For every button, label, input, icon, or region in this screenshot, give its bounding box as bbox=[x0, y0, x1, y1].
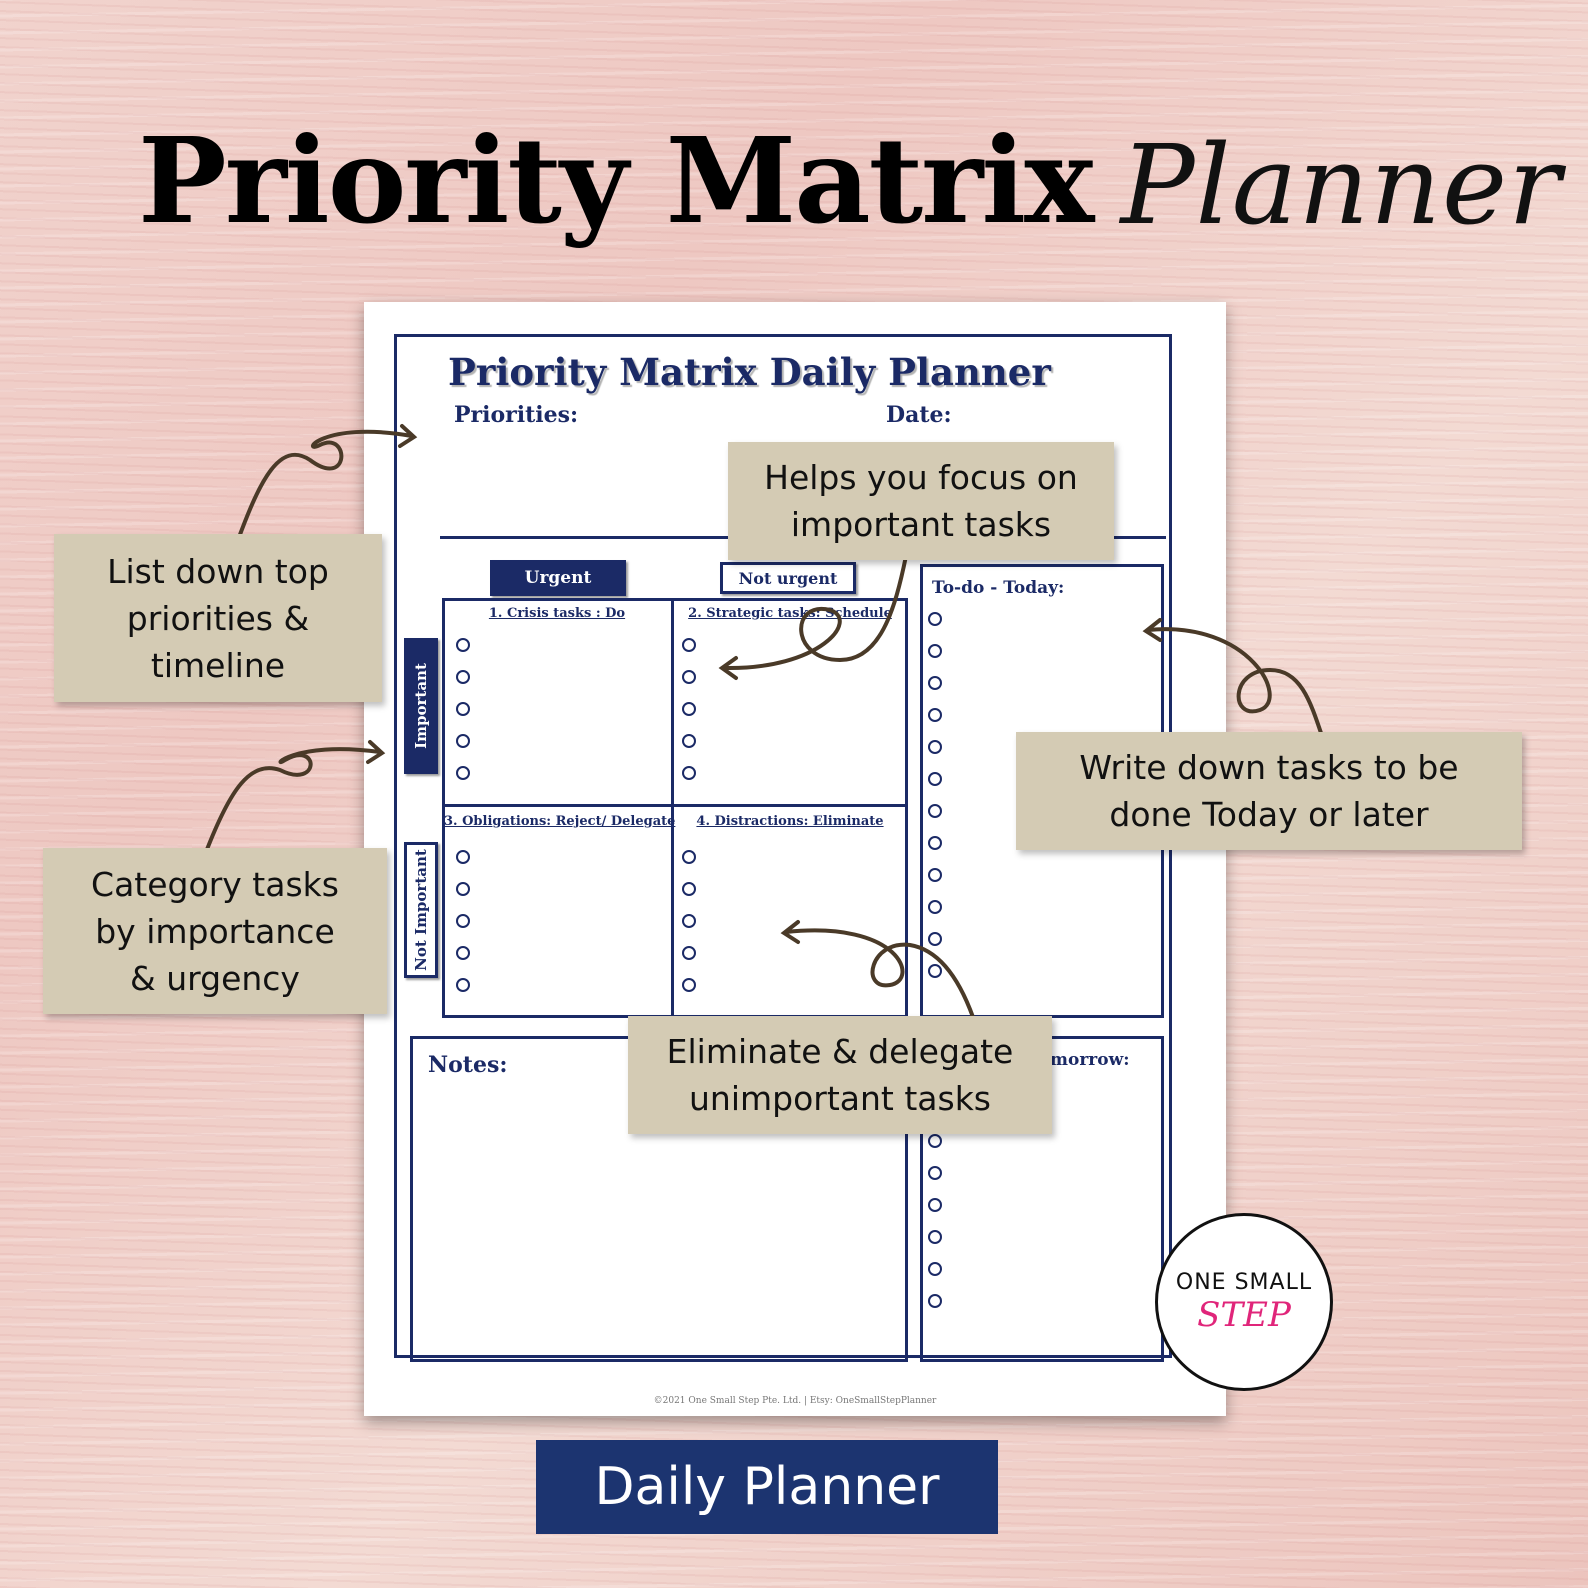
bullet-circle bbox=[682, 734, 696, 748]
headline-bold: Priority Matrix bbox=[138, 111, 1095, 250]
bullet-circle bbox=[456, 670, 470, 684]
bullet-circle bbox=[928, 900, 942, 914]
headline-script: Planner bbox=[1120, 121, 1562, 249]
bullet-circle bbox=[928, 1198, 942, 1212]
bullet-circle bbox=[928, 868, 942, 882]
bullet-circle bbox=[928, 1262, 942, 1276]
headline: Priority Matrix Planner bbox=[138, 80, 1561, 250]
not-urgent-header: Not urgent bbox=[720, 562, 856, 594]
bullet-circle bbox=[456, 978, 470, 992]
bullet-circle bbox=[928, 804, 942, 818]
not-important-tab: Not Important bbox=[404, 842, 438, 978]
bullet-circle bbox=[928, 1294, 942, 1308]
bullet-circle bbox=[928, 1230, 942, 1244]
todo-today-label: To-do - Today: bbox=[932, 578, 1065, 598]
callout-write: Write down tasks to be done Today or lat… bbox=[1016, 732, 1522, 850]
matrix-v-divider bbox=[671, 598, 674, 1018]
quadrant-1-title: 1. Crisis tasks : Do bbox=[488, 606, 626, 621]
quadrant-3-title: 3. Obligations: Reject/ Delegate bbox=[444, 814, 676, 829]
priorities-label: Priorities: bbox=[454, 402, 579, 428]
bullet-circle bbox=[456, 734, 470, 748]
bullet-circle bbox=[682, 850, 696, 864]
todo-tomorrow-label: morrow: bbox=[1050, 1050, 1130, 1070]
matrix-h-divider bbox=[442, 804, 908, 807]
bullet-circle bbox=[456, 946, 470, 960]
bullet-circle bbox=[928, 772, 942, 786]
logo-line2: STEP bbox=[1197, 1294, 1291, 1335]
notes-label: Notes: bbox=[428, 1052, 508, 1078]
bullet-circle bbox=[456, 766, 470, 780]
matrix-grid bbox=[442, 598, 908, 1018]
bullet-circle bbox=[456, 850, 470, 864]
bullet-circle bbox=[682, 638, 696, 652]
bullet-circle bbox=[456, 638, 470, 652]
sheet-title: Priority Matrix Daily Planner bbox=[448, 350, 1051, 394]
arrow-category bbox=[204, 747, 382, 854]
bullet-circle bbox=[928, 1134, 942, 1148]
daily-planner-banner: Daily Planner bbox=[536, 1440, 998, 1534]
urgent-header: Urgent bbox=[490, 560, 626, 596]
bullet-circle bbox=[928, 836, 942, 850]
not-important-label: Not Important bbox=[412, 849, 431, 971]
bullet-circle bbox=[928, 740, 942, 754]
bullet-circle bbox=[928, 708, 942, 722]
important-tab: Important bbox=[404, 638, 438, 774]
one-small-step-logo: ONE SMALL STEP bbox=[1155, 1213, 1333, 1391]
bullet-circle bbox=[682, 702, 696, 716]
date-label: Date: bbox=[886, 402, 952, 428]
callout-priorities: List down top priorities & timeline bbox=[54, 534, 382, 702]
callout-focus-text: Helps you focus on important tasks bbox=[764, 458, 1078, 544]
quadrant-2-title: 2. Strategic tasks: Schedule bbox=[688, 606, 892, 621]
bullet-circle bbox=[682, 946, 696, 960]
bullet-circle bbox=[682, 882, 696, 896]
callout-eliminate-text: Eliminate & delegate unimportant tasks bbox=[666, 1032, 1014, 1118]
callout-write-text: Write down tasks to be done Today or lat… bbox=[1079, 748, 1459, 834]
bullet-circle bbox=[682, 766, 696, 780]
bullet-circle bbox=[928, 964, 942, 978]
sheet-footer: ©2021 One Small Step Pte. Ltd. | Etsy: O… bbox=[653, 1396, 937, 1406]
callout-category: Category tasks by importance & urgency bbox=[43, 848, 387, 1014]
callout-category-text: Category tasks by importance & urgency bbox=[91, 864, 339, 998]
bullet-circle bbox=[928, 676, 942, 690]
bullet-circle bbox=[456, 914, 470, 928]
bullet-circle bbox=[928, 612, 942, 626]
bullet-circle bbox=[682, 670, 696, 684]
callout-priorities-text: List down top priorities & timeline bbox=[107, 551, 329, 685]
callout-focus: Helps you focus on important tasks bbox=[728, 442, 1114, 560]
important-label: Important bbox=[412, 663, 430, 749]
callout-eliminate: Eliminate & delegate unimportant tasks bbox=[628, 1016, 1052, 1134]
bullet-circle bbox=[682, 978, 696, 992]
bullet-circle bbox=[928, 1166, 942, 1180]
quadrant-4-title: 4. Distractions: Eliminate bbox=[696, 814, 884, 829]
bullet-circle bbox=[928, 644, 942, 658]
bullet-circle bbox=[456, 882, 470, 896]
logo-line1: ONE SMALL bbox=[1175, 1269, 1313, 1295]
bullet-circle bbox=[456, 702, 470, 716]
bullet-circle bbox=[928, 932, 942, 946]
bullet-circle bbox=[682, 914, 696, 928]
